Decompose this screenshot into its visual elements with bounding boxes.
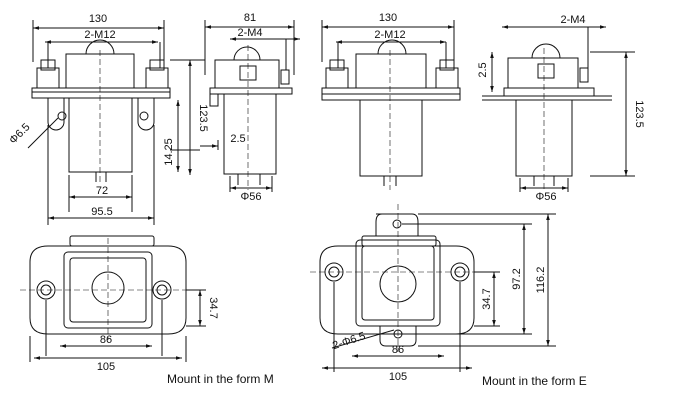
dim-front-m-coil-offset: 14.25 bbox=[163, 138, 175, 166]
dim-side-e-height: 123.5 bbox=[633, 100, 645, 128]
front-view-e bbox=[321, 20, 461, 190]
front-view-m bbox=[27, 20, 205, 225]
dim-top-m-depth: 34.7 bbox=[207, 297, 219, 318]
dim-side-plate: 2.5 bbox=[230, 133, 245, 145]
dim-side-e-thread: 2-M4 bbox=[560, 14, 585, 26]
dim-top-m-span: 86 bbox=[100, 334, 112, 346]
side-view-e bbox=[482, 25, 635, 192]
dim-top-e-length: 116.2 bbox=[535, 267, 547, 294]
dim-front-m-thread: 2-M12 bbox=[84, 29, 115, 41]
dim-top-e-pitch: 97.2 bbox=[511, 268, 523, 289]
dim-front-m-body: 72 bbox=[96, 185, 108, 197]
dim-top-m-base: 105 bbox=[97, 361, 115, 373]
dim-front-e-thread: 2-M12 bbox=[374, 29, 405, 41]
dim-front-m-hole: Φ6.5 bbox=[7, 121, 33, 147]
dim-side-thread: 2-M4 bbox=[237, 27, 262, 39]
dim-front-m-height: 123.5 bbox=[197, 104, 209, 132]
dim-side-e-plate: 2.5 bbox=[477, 62, 489, 77]
top-view-m bbox=[20, 235, 206, 362]
dim-front-m-width: 130 bbox=[89, 13, 107, 25]
dim-side-width: 81 bbox=[244, 12, 256, 24]
top-view-e bbox=[310, 204, 556, 372]
caption-form-m: Mount in the form M bbox=[167, 372, 274, 386]
side-view-m bbox=[200, 20, 300, 192]
dim-top-e-span: 86 bbox=[392, 344, 404, 356]
dim-top-e-depth: 34.7 bbox=[481, 288, 493, 309]
dim-front-m-span: 95.5 bbox=[91, 206, 112, 218]
dim-side-e-diameter: Φ56 bbox=[535, 191, 556, 203]
dim-front-e-width: 130 bbox=[379, 12, 397, 24]
caption-form-e: Mount in the form E bbox=[482, 374, 587, 388]
dim-top-e-base: 105 bbox=[389, 371, 407, 383]
dim-side-diameter: Φ56 bbox=[240, 191, 261, 203]
